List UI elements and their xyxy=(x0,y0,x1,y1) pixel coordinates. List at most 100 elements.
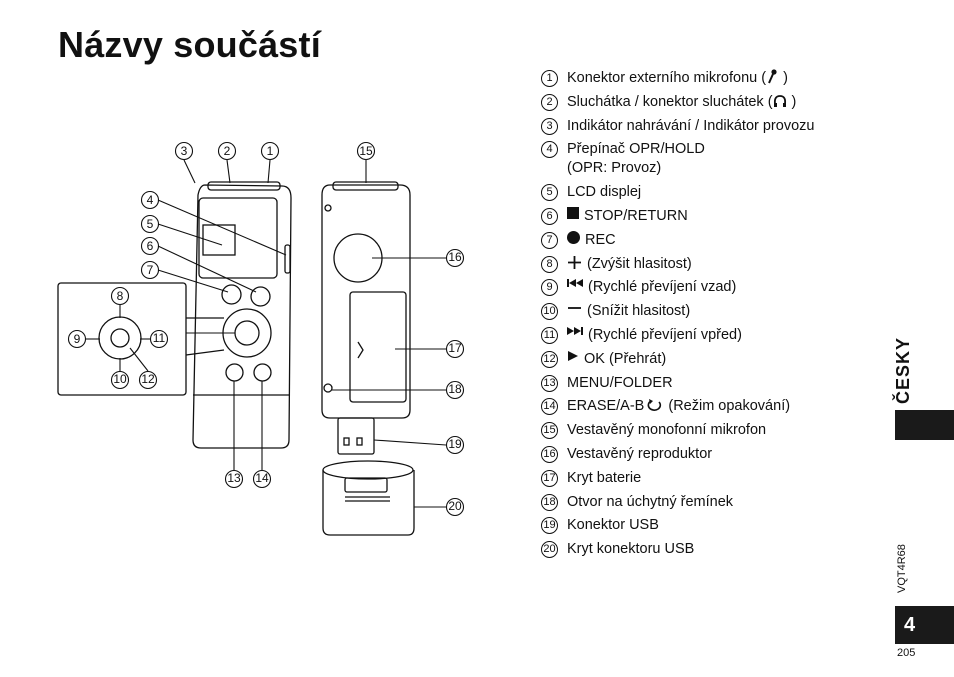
item-number: 8 xyxy=(541,255,558,273)
list-item: 20 Kryt konektoru USB xyxy=(541,540,871,559)
item-number: 7 xyxy=(541,231,558,249)
list-item: 3 Indikátor nahrávání / Indikátor provozu xyxy=(541,117,871,136)
list-item: 14 ERASE/A-B(Režim opakování) xyxy=(541,397,871,416)
item-text: Vestavěný monofonní mikrofon xyxy=(567,422,767,439)
callout-13: 13 xyxy=(227,471,241,485)
list-item: 11(Rychlé převíjení vpřed) xyxy=(541,326,871,345)
callout-15: 15 xyxy=(359,144,373,158)
item-number: 3 xyxy=(541,117,558,135)
item-number: 1 xyxy=(541,70,558,87)
callout-16: 16 xyxy=(448,250,462,264)
item-number: 15 xyxy=(541,422,558,440)
item-text: Otvor na úchytný řemínek xyxy=(567,493,734,510)
callout-8: 8 xyxy=(117,289,124,303)
list-item: 18 Otvor na úchytný řemínek xyxy=(541,493,871,512)
list-item: 1 Konektor externího mikrofonu () xyxy=(541,69,871,88)
item-number: 2 xyxy=(541,93,558,111)
item-number: 16 xyxy=(541,445,558,463)
usb-connector xyxy=(337,417,375,455)
list-item: 6 STOP/RETURN xyxy=(541,206,871,226)
item-text: OK (Přehrát) xyxy=(584,350,667,367)
callout-6: 6 xyxy=(147,239,154,253)
item-text: REC xyxy=(585,231,616,248)
item-text: LCD displej xyxy=(567,184,642,201)
callout-2: 2 xyxy=(224,144,231,158)
usb-cover xyxy=(322,460,415,536)
list-item: 2 Sluchátka / konektor sluchátek () xyxy=(541,93,871,112)
item-number: 18 xyxy=(541,493,558,511)
parts-list: 1 Konektor externího mikrofonu () 2 Sluchá… xyxy=(541,69,871,564)
callout-numbers: 3 2 1 15 4 5 6 7 8 9 11 10 12 13 14 16 1… xyxy=(67,141,465,517)
page-number: 4 xyxy=(895,606,954,644)
callout-7: 7 xyxy=(147,263,154,277)
headphones-icon xyxy=(773,94,786,107)
callout-1: 1 xyxy=(267,144,274,158)
item-number: 4 xyxy=(541,141,558,159)
callout-14: 14 xyxy=(255,471,269,485)
device-back xyxy=(321,181,411,419)
item-text: STOP/RETURN xyxy=(584,207,688,224)
callout-9: 9 xyxy=(74,332,81,346)
callout-20: 20 xyxy=(448,499,462,513)
play-icon xyxy=(568,350,578,361)
callout-4: 4 xyxy=(147,193,154,207)
stop-square-icon xyxy=(567,206,579,219)
item-number: 5 xyxy=(541,184,558,202)
item-number: 20 xyxy=(541,541,558,559)
list-item: 7 REC xyxy=(541,230,871,250)
plus-icon xyxy=(568,255,581,269)
record-dot-icon xyxy=(567,230,580,244)
callout-10: 10 xyxy=(113,372,127,386)
microphone-icon xyxy=(768,69,777,84)
callout-11: 11 xyxy=(153,331,166,345)
repeat-icon xyxy=(647,399,662,412)
callout-19: 19 xyxy=(448,437,462,451)
language-tab-bar xyxy=(895,410,954,440)
item-text: (Snížit hlasitost) xyxy=(587,303,691,320)
item-number: 11 xyxy=(541,326,558,344)
list-item: 16 Vestavěný reproduktor xyxy=(541,445,871,464)
callout-3: 3 xyxy=(181,144,188,158)
item-text: ERASE/A-B(Režim opakování) xyxy=(567,398,791,415)
item-text: Konektor externího mikrofonu () xyxy=(567,69,788,86)
item-number: 14 xyxy=(541,398,558,416)
callout-5: 5 xyxy=(147,217,154,231)
item-number: 19 xyxy=(541,517,558,535)
list-item: 8 (Zvýšit hlasitost) xyxy=(541,255,871,274)
item-number: 9 xyxy=(541,279,558,297)
rewind-icon xyxy=(567,279,583,288)
list-item: 13 MENU/FOLDER xyxy=(541,374,871,393)
callout-18: 18 xyxy=(448,382,462,396)
list-item: 15 Vestavěný monofonní mikrofon xyxy=(541,421,871,440)
item-text: (Rychlé převíjení vzad) xyxy=(588,279,737,296)
callout-12: 12 xyxy=(141,372,155,386)
page-title: Názvy součástí xyxy=(58,24,321,65)
item-text: Sluchátka / konektor sluchátek () xyxy=(567,93,797,110)
list-item: 12 OK (Přehrát) xyxy=(541,350,871,369)
item-text: MENU/FOLDER xyxy=(567,374,673,391)
item-number: 13 xyxy=(541,374,558,392)
minus-icon xyxy=(568,307,581,310)
list-item: 4 Přepínač OPR/HOLD (OPR: Provoz) xyxy=(541,140,871,178)
language-tab: ČESKY xyxy=(893,336,913,404)
list-item: 9 (Rychlé převíjení vzad) xyxy=(541,278,871,297)
fast-forward-icon xyxy=(567,326,583,335)
item-text: Indikátor nahrávání / Indikátor provozu xyxy=(567,117,815,134)
item-text: Přepínač OPR/HOLD (OPR: Provoz) xyxy=(567,141,705,177)
item-text: Vestavěný reproduktor xyxy=(567,445,713,462)
item-text: Kryt konektoru USB xyxy=(567,541,695,558)
item-text: (Zvýšit hlasitost) xyxy=(587,255,692,272)
item-number: 6 xyxy=(541,207,558,225)
item-number: 12 xyxy=(541,350,558,368)
callout-17: 17 xyxy=(448,341,462,355)
callout-lines xyxy=(85,159,447,508)
list-item: 10 (Snížit hlasitost) xyxy=(541,302,871,321)
item-number: 10 xyxy=(541,303,558,321)
page-sub-number: 205 xyxy=(897,647,916,659)
item-text: Kryt baterie xyxy=(567,469,642,486)
list-item: 5 LCD displej xyxy=(541,183,871,202)
document-code: VQT4R68 xyxy=(896,544,908,594)
